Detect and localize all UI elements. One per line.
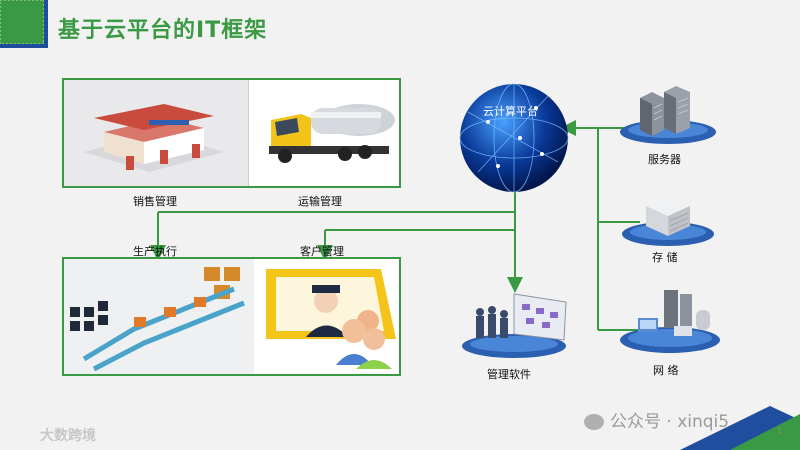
storage-icon bbox=[620, 188, 716, 248]
network-label: 网 络 bbox=[653, 362, 679, 378]
management-software-image bbox=[458, 288, 570, 360]
factory-line-image bbox=[64, 259, 254, 374]
cloud-platform-label: 云计算平台 bbox=[483, 103, 538, 119]
customer-image bbox=[256, 259, 399, 374]
transport-label: 运输管理 bbox=[298, 193, 342, 209]
sales-label: 销售管理 bbox=[133, 193, 177, 209]
watermark-text: 公众号 · xinqi5 bbox=[610, 412, 729, 432]
wechat-icon bbox=[584, 414, 604, 430]
management-software-label: 管理软件 bbox=[487, 366, 531, 382]
storage-label: 存 储 bbox=[652, 249, 678, 265]
bottom-image-box bbox=[62, 257, 401, 376]
gas-station-image bbox=[64, 80, 248, 186]
cloud-platform-globe bbox=[458, 82, 570, 194]
logo-text: 大数跨境 bbox=[40, 425, 96, 445]
top-image-box bbox=[62, 78, 401, 188]
network-icon bbox=[618, 284, 722, 356]
server-icon bbox=[618, 78, 718, 146]
server-label: 服务器 bbox=[648, 151, 681, 167]
watermark: 公众号 · xinqi5 bbox=[584, 407, 729, 432]
page-number: 1 bbox=[777, 427, 782, 436]
tanker-truck-image bbox=[248, 80, 398, 186]
